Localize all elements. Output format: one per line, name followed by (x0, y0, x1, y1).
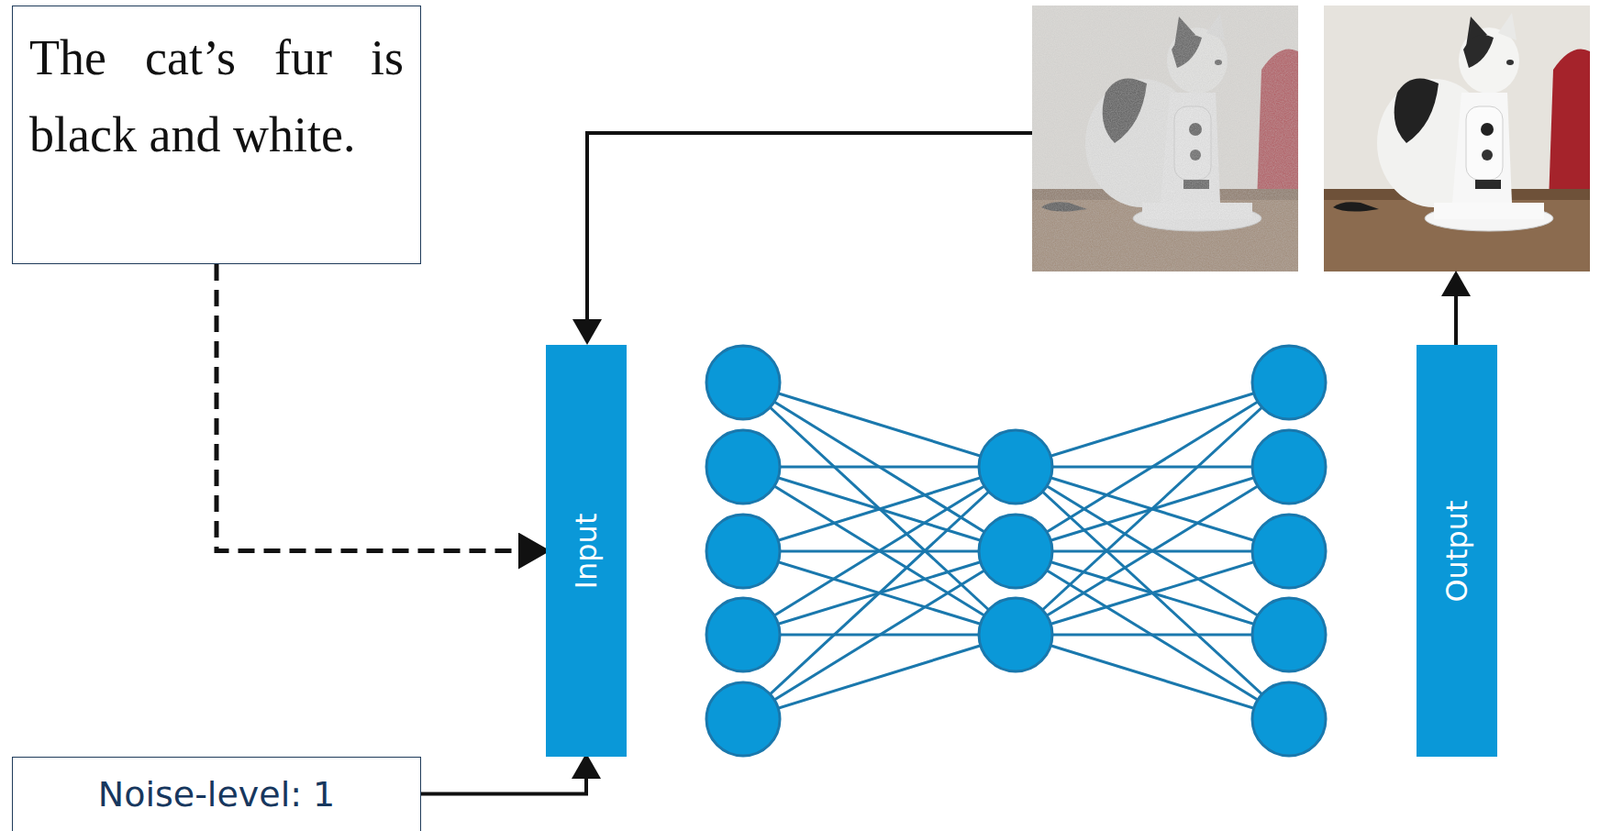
node-text: The cat’s fur is black and white. (29, 19, 404, 174)
output-arrow (1454, 274, 1458, 345)
network-link (1015, 551, 1289, 720)
neuron (978, 514, 1053, 589)
network-link (1015, 466, 1289, 635)
network-link (1015, 551, 1289, 635)
network-link (743, 466, 1016, 635)
neuron (706, 598, 780, 672)
network-link (743, 466, 1016, 635)
network-link (743, 466, 1016, 720)
neuron (1252, 345, 1326, 420)
network-link (1015, 382, 1289, 467)
network-link (743, 382, 1016, 635)
neuron (706, 514, 780, 589)
node-text: Input (568, 512, 604, 589)
noisy-image (1032, 5, 1299, 272)
arrow (421, 756, 587, 795)
noise-level-box: Noise-level: 1 (11, 756, 422, 831)
neural-network (706, 345, 1326, 756)
neuron (706, 430, 780, 504)
network-link (743, 634, 1016, 720)
network-link (743, 466, 1016, 552)
network-link (743, 382, 1016, 467)
dashed-arrow (216, 264, 546, 552)
network-link (1015, 551, 1289, 635)
neuron (1252, 682, 1326, 756)
input-bar: Input (545, 344, 627, 757)
node-text: Noise-level: 1 (98, 774, 336, 815)
network-link (1015, 634, 1289, 720)
neuron (1252, 430, 1326, 504)
node-text: Output (1439, 500, 1475, 602)
image-arrow (587, 133, 1033, 342)
neuron (1252, 514, 1326, 589)
network-link (743, 466, 1016, 552)
neuron (1252, 598, 1326, 672)
network-link (1015, 382, 1289, 552)
network-link (743, 466, 1016, 469)
neuron (978, 598, 1053, 672)
output-bar: Output (1416, 344, 1498, 757)
network-link (1015, 466, 1289, 635)
network-link (1015, 382, 1289, 635)
network-link (1015, 633, 1289, 637)
network-link (743, 551, 1016, 720)
neuron (978, 430, 1053, 504)
neuron (706, 345, 780, 420)
denoised-image (1323, 5, 1590, 272)
prompt-box: The cat’s fur is black and white. (11, 5, 422, 265)
network-link (1015, 466, 1289, 720)
network-link (743, 382, 1016, 552)
neuron (706, 682, 780, 756)
